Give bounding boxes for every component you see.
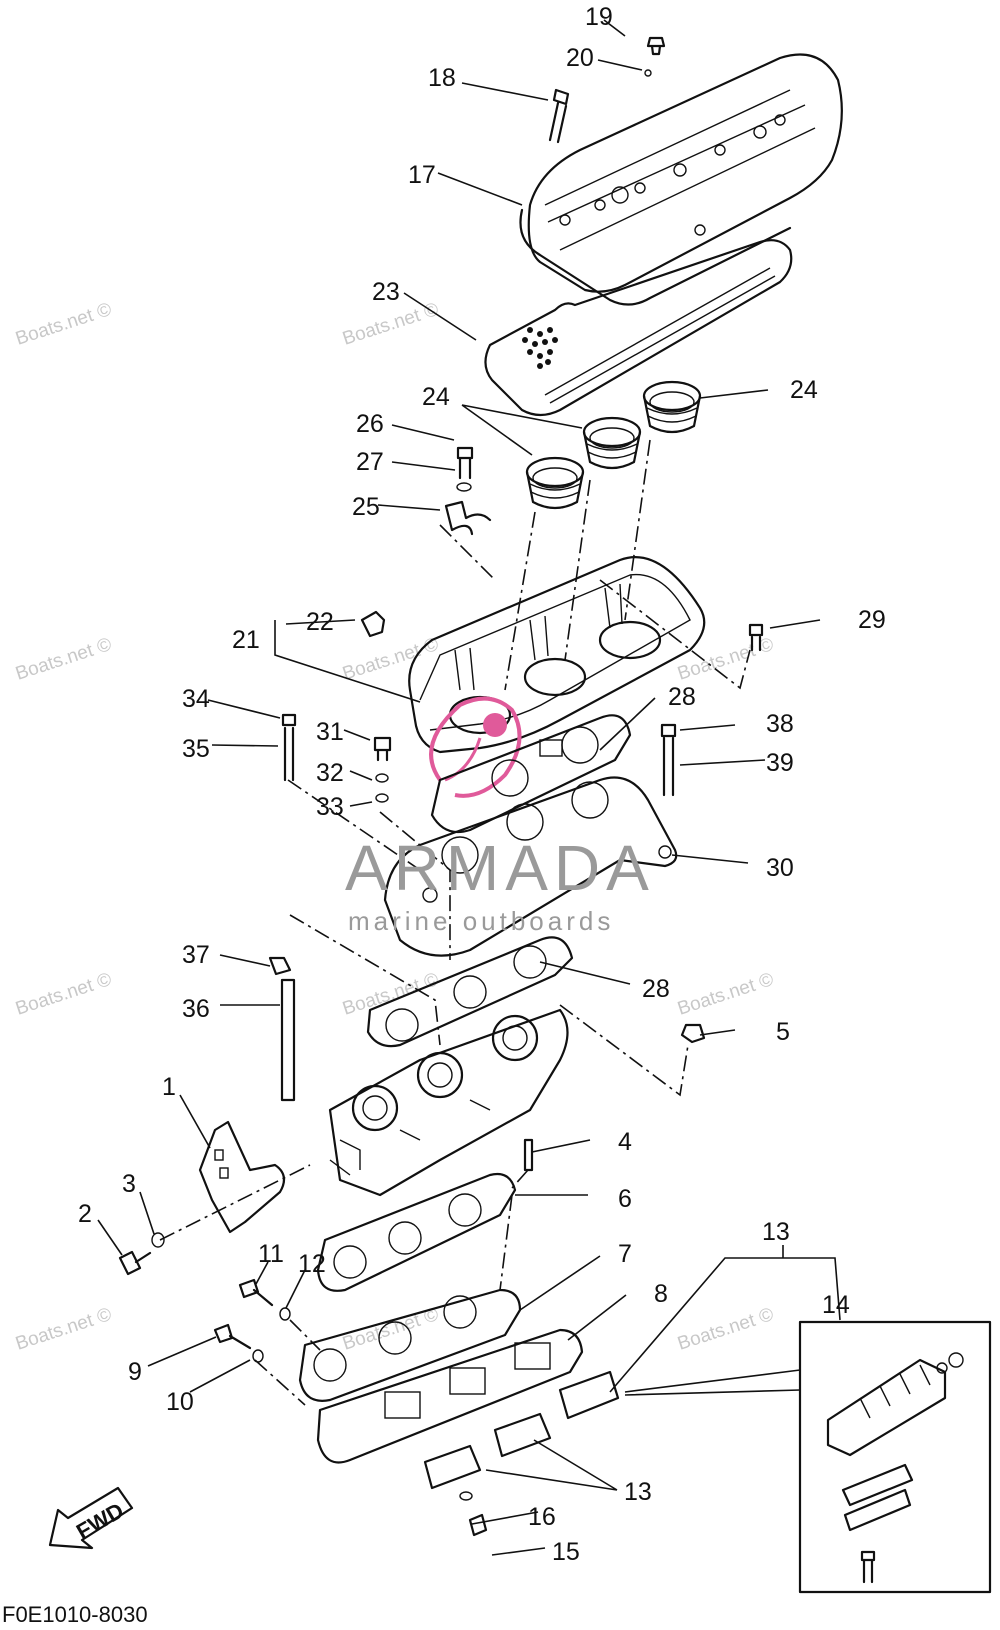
callout-30: 30 <box>766 854 794 882</box>
callout-33: 33 <box>316 793 344 821</box>
callout-28: 28 <box>668 683 696 711</box>
watermark: Boats.net © <box>675 969 776 1020</box>
callout-32: 32 <box>316 759 344 787</box>
armada-logo <box>429 696 522 798</box>
callout-18: 18 <box>428 64 456 92</box>
silencer-cover <box>519 53 843 306</box>
callout-22: 22 <box>306 608 334 636</box>
gasket-lower <box>366 936 574 1048</box>
callout-20: 20 <box>566 44 594 72</box>
watermark: Boats.net © <box>13 634 114 685</box>
fwd-label: FWD <box>72 1498 128 1545</box>
callout-19: 19 <box>585 3 613 31</box>
leader-lines <box>97 19 841 1556</box>
diagram-code: F0E1010-8030 <box>2 1602 148 1627</box>
gasket-upper <box>430 714 632 834</box>
fasteners <box>118 623 764 1537</box>
intake-funnels <box>525 380 702 510</box>
watermark: Boats.net © <box>340 634 441 685</box>
callout-34: 34 <box>182 685 210 713</box>
callout-21: 21 <box>232 626 260 654</box>
callout-5: 5 <box>776 1018 790 1046</box>
reed-valves <box>423 1370 620 1490</box>
callout-36: 36 <box>182 995 210 1023</box>
callout-16: 16 <box>528 1503 556 1531</box>
callout-25: 25 <box>352 493 380 521</box>
callout-11: 11 <box>258 1240 284 1268</box>
callout-15: 15 <box>552 1538 580 1566</box>
callout-39: 39 <box>766 749 794 777</box>
callout-37: 37 <box>182 941 210 969</box>
callout-10: 10 <box>166 1388 194 1416</box>
callout-6: 6 <box>618 1185 632 1213</box>
callout-24: 24 <box>790 376 818 404</box>
callout-1: 1 <box>162 1073 176 1101</box>
callout-23: 23 <box>372 278 400 306</box>
bracket <box>198 1120 286 1234</box>
brand-tagline: marine outboards <box>348 906 614 936</box>
reed-spacer <box>298 1288 522 1402</box>
watermark: Boats.net © <box>13 299 114 350</box>
callout-35: 35 <box>182 735 210 763</box>
callout-29: 29 <box>858 606 886 634</box>
reed-valve-detail-inset <box>798 1320 992 1594</box>
watermark: Boats.net © <box>675 1304 776 1355</box>
manifold-plate <box>383 776 678 957</box>
watermark: Boats.net © <box>13 1304 114 1355</box>
callout-13: 13 <box>624 1478 652 1506</box>
silencer-plate <box>484 239 793 417</box>
callout-7: 7 <box>618 1240 632 1268</box>
callout-14: 14 <box>822 1291 850 1319</box>
callout-9: 9 <box>128 1358 142 1386</box>
callout-28: 28 <box>642 975 670 1003</box>
plate-holes <box>522 327 558 369</box>
watermark: Boats.net © <box>13 969 114 1020</box>
small-fasteners-top <box>444 36 666 536</box>
callout-13: 13 <box>762 1218 790 1246</box>
callout-26: 26 <box>356 410 384 438</box>
callout-8: 8 <box>654 1280 668 1308</box>
brand-watermark: ARMADA marine outboards <box>345 832 655 936</box>
callout-4: 4 <box>618 1128 632 1156</box>
brand-name: ARMADA <box>345 832 655 904</box>
callout-3: 3 <box>122 1170 136 1198</box>
callout-12: 12 <box>298 1250 326 1278</box>
callouts: 19 20 18 17 23 24 24 26 27 25 22 21 29 2… <box>78 3 886 1566</box>
reed-plate <box>316 1328 584 1464</box>
reed-gasket <box>316 1172 517 1292</box>
callout-27: 27 <box>356 448 384 476</box>
carburetor-assembly <box>328 1008 569 1197</box>
callout-2: 2 <box>78 1200 92 1228</box>
callout-24: 24 <box>422 383 450 411</box>
fwd-arrow: FWD <box>48 1486 134 1550</box>
callout-31: 31 <box>316 718 344 746</box>
assembly-lines <box>159 439 751 1406</box>
callout-17: 17 <box>408 161 436 189</box>
callout-38: 38 <box>766 710 794 738</box>
